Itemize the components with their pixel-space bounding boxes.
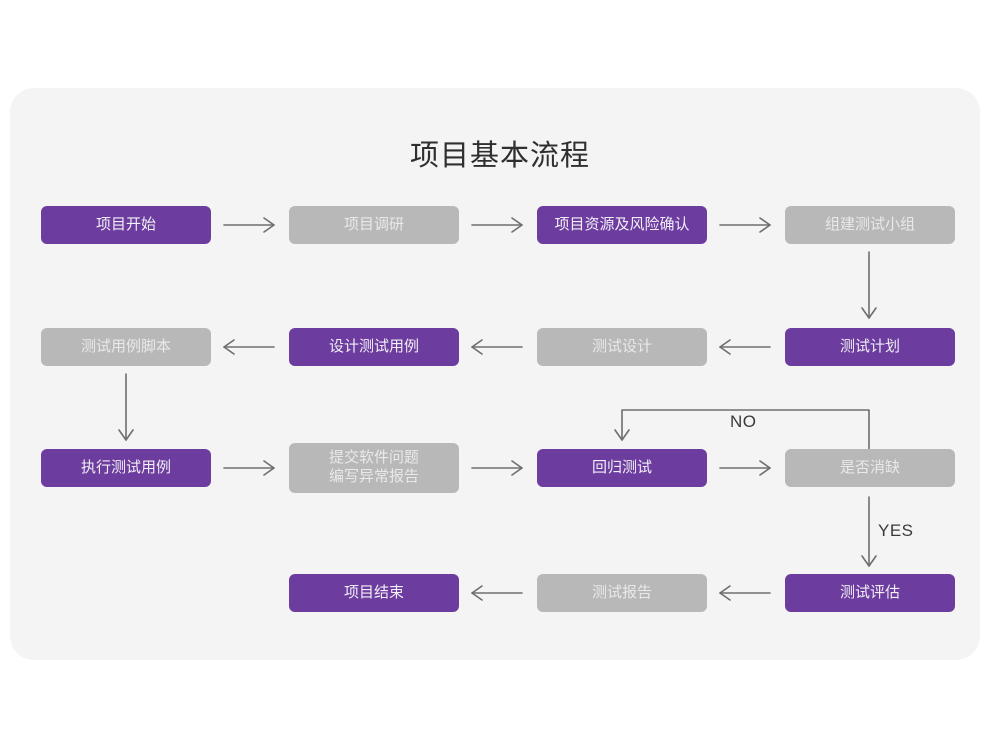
node-regression-test[interactable]: 回归测试 — [537, 449, 707, 487]
node-defect-cleared-decision[interactable]: 是否消缺 — [785, 449, 955, 487]
page-title: 项目基本流程 — [409, 140, 590, 172]
node-test-plan[interactable]: 测试计划 — [785, 328, 955, 366]
node-form-test-team[interactable]: 组建测试小组 — [785, 206, 955, 244]
node-test-report[interactable]: 测试报告 — [537, 574, 707, 612]
node-project-end[interactable]: 项目结束 — [289, 574, 459, 612]
node-submit-issue-report[interactable]: 提交软件问题 编写异常报告 — [289, 443, 459, 493]
node-design-test-case[interactable]: 设计测试用例 — [289, 328, 459, 366]
edge-label-no: NO — [730, 412, 757, 431]
flowchart-card — [10, 88, 980, 660]
node-test-design[interactable]: 测试设计 — [537, 328, 707, 366]
node-project-start[interactable]: 项目开始 — [41, 206, 211, 244]
node-test-evaluation[interactable]: 测试评估 — [785, 574, 955, 612]
node-execute-test-case[interactable]: 执行测试用例 — [41, 449, 211, 487]
node-project-research[interactable]: 项目调研 — [289, 206, 459, 244]
node-resource-risk-confirm[interactable]: 项目资源及风险确认 — [537, 206, 707, 244]
node-test-case-script[interactable]: 测试用例脚本 — [41, 328, 211, 366]
edge-label-yes: YES — [878, 521, 914, 540]
